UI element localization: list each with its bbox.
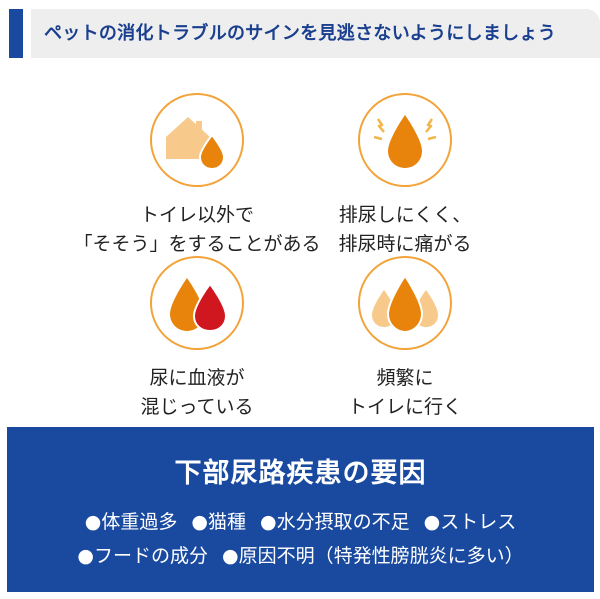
sign-label-line2: トイレに行く: [347, 396, 462, 418]
frequent-drops-icon: [372, 274, 438, 334]
header-bar: ペットの消化トラブルのサインを見逃さないようにしましょう: [0, 9, 600, 58]
sign-label-line1: 排尿しにくく、: [338, 204, 472, 226]
cause-item: ●フードの成分: [77, 545, 208, 567]
sign-item-frequent-toilet: 頻繁に トイレに行く: [275, 256, 535, 422]
icon-circle: [150, 93, 244, 187]
sign-label-line1: 頻繁に: [376, 367, 434, 389]
page-title: ペットの消化トラブルのサインを見逃さないようにしましょう: [44, 23, 557, 44]
causes-row-2: ●フードの成分 ●原因不明（特発性膀胱炎に多い）: [7, 541, 594, 568]
sign-item-blood-in-urine: 尿に血液が 混じっている: [67, 256, 327, 422]
house-drop-icon: [166, 117, 226, 171]
icon-circle: [358, 93, 452, 187]
cause-item: ●体重過多: [84, 511, 178, 533]
cause-item: ●猫種: [191, 511, 246, 533]
causes-title: 下部尿路疾患の要因: [174, 458, 427, 489]
blood-drop-icon: [170, 278, 228, 333]
sign-label-line1: 尿に血液が: [149, 367, 245, 389]
cause-item: ●ストレス: [423, 511, 517, 533]
header-band: [31, 9, 600, 58]
causes-panel: 下部尿路疾患の要因 ●体重過多 ●猫種 ●水分摂取の不足 ●ストレス ●フードの…: [7, 427, 594, 592]
sign-item-painful-urination: 排尿しにくく、 排尿時に痛がる: [275, 93, 535, 259]
icon-circle: [150, 256, 244, 350]
cause-item: ●水分摂取の不足: [260, 511, 410, 533]
header-accent: [9, 9, 23, 58]
sign-label-line2: 「そそう」をすることがある: [73, 233, 321, 255]
sign-label-line2: 排尿時に痛がる: [338, 233, 472, 255]
pain-drop-icon: [373, 115, 437, 168]
cause-item: ●原因不明（特発性膀胱炎に多い）: [222, 545, 524, 567]
sign-label-line2: 混じっている: [140, 396, 254, 418]
sign-item-outside-toilet: トイレ以外で 「そそう」をすることがある: [67, 93, 327, 259]
causes-row-1: ●体重過多 ●猫種 ●水分摂取の不足 ●ストレス: [7, 507, 594, 534]
icon-circle: [358, 256, 452, 350]
sign-label-line1: トイレ以外で: [139, 204, 254, 226]
